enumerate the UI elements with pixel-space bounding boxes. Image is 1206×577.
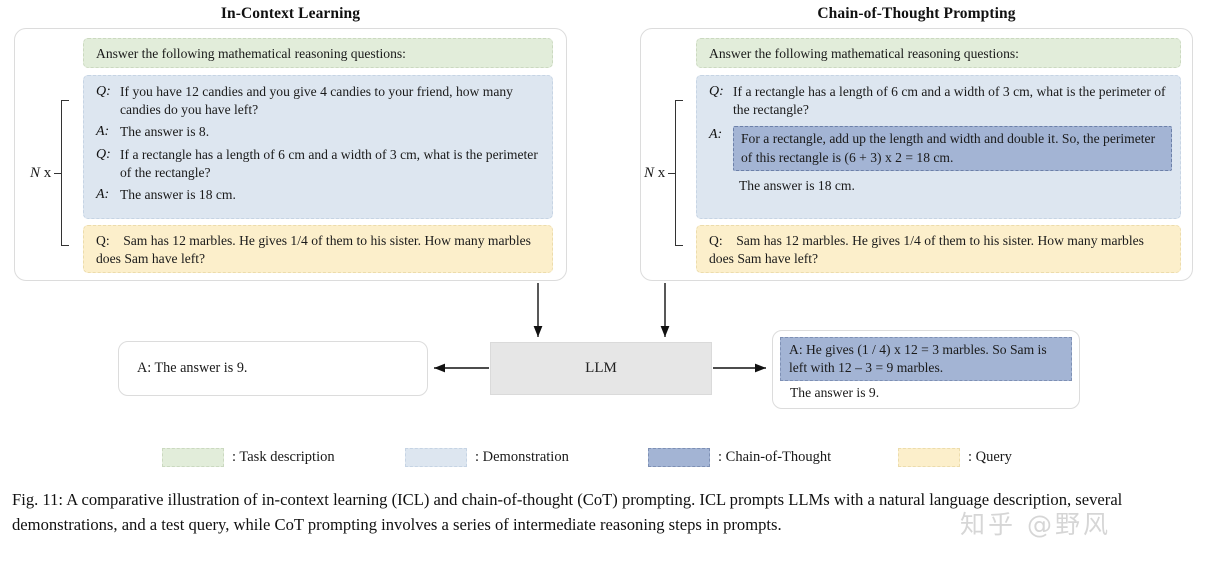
legend-swatch-task-description: [162, 448, 224, 467]
cot-demo-answer-reasoning: For a rectangle, add up the length and w…: [733, 126, 1172, 171]
legend-label-task-description: : Task description: [232, 449, 335, 465]
icl-demo-text-3: If a rectangle has a length of 6 cm and …: [120, 147, 538, 181]
icl-panel: Answer the following mathematical reason…: [14, 28, 567, 281]
cot-output-reasoning: A: He gives (1 / 4) x 12 = 3 marbles. So…: [780, 337, 1072, 382]
cot-query: Q: Sam has 12 marbles. He gives 1/4 of t…: [696, 225, 1181, 273]
cot-demo-answer-tail: The answer is 18 cm.: [739, 177, 855, 193]
icl-repeat-bracket: N x: [30, 100, 70, 246]
legend-item-demonstration: : Demonstration: [405, 448, 569, 467]
cot-repeat-x: x: [654, 164, 666, 181]
icl-demonstration-block: Q: If you have 12 candies and you give 4…: [83, 75, 553, 219]
icl-repeat-label: N x: [30, 165, 51, 182]
cot-demo-answer-row: A: For a rectangle, add up the length an…: [703, 126, 1172, 171]
cot-task-description: Answer the following mathematical reason…: [696, 38, 1181, 68]
legend-item-task-description: : Task description: [162, 448, 335, 467]
cot-bracket-tick: [668, 172, 676, 174]
figure-caption: Fig. 11: A comparative illustration of i…: [12, 490, 1123, 535]
legend-item-query: : Query: [898, 448, 1012, 467]
icl-demo-row-1: Q: If you have 12 candies and you give 4…: [90, 83, 544, 119]
legend-swatch-chain-of-thought: [648, 448, 710, 467]
cot-bracket-shape: [675, 100, 684, 246]
icl-repeat-x: x: [40, 164, 52, 181]
icl-demo-text-1: If you have 12 candies and you give 4 ca…: [120, 84, 513, 118]
legend-label-chain-of-thought: : Chain-of-Thought: [718, 449, 832, 465]
legend-label-demonstration: : Demonstration: [475, 449, 569, 465]
icl-task-description: Answer the following mathematical reason…: [83, 38, 553, 68]
cot-demo-question-label: Q:: [709, 84, 724, 99]
cot-demo-question-row: Q: If a rectangle has a length of 6 cm a…: [703, 83, 1172, 119]
icl-demo-label-3: Q:: [96, 147, 111, 163]
icl-demo-row-4: A: The answer is 18 cm.: [90, 186, 544, 205]
cot-demonstration-block: Q: If a rectangle has a length of 6 cm a…: [696, 75, 1181, 219]
icl-output-box: A: The answer is 9.: [118, 341, 428, 396]
cot-repeat-label: N x: [644, 165, 665, 182]
icl-demo-label-2: A:: [96, 124, 110, 140]
icl-query: Q: Sam has 12 marbles. He gives 1/4 of t…: [83, 225, 553, 273]
legend-swatch-query: [898, 448, 960, 467]
cot-repeat-n: N: [644, 164, 655, 181]
cot-output-answer: The answer is 9.: [790, 385, 880, 401]
icl-repeat-n: N: [30, 164, 41, 181]
panel-title-cot: Chain-of-Thought Prompting: [817, 5, 1016, 22]
icl-demo-text-2: The answer is 8.: [120, 124, 210, 140]
panel-title-icl: In-Context Learning: [220, 5, 361, 22]
icl-bracket-shape: [61, 100, 70, 246]
cot-demo-answer-label: A:: [709, 127, 723, 143]
icl-bracket-tick: [54, 172, 62, 174]
cot-repeat-bracket: N x: [644, 100, 684, 246]
cot-demo-question-text: If a rectangle has a length of 6 cm and …: [733, 84, 1166, 118]
icl-demo-row-2: A: The answer is 8.: [90, 123, 544, 142]
cot-output-box: A: He gives (1 / 4) x 12 = 3 marbles. So…: [772, 330, 1080, 409]
icl-demo-label-1: Q:: [96, 84, 111, 99]
cot-panel: Answer the following mathematical reason…: [640, 28, 1193, 281]
legend-label-query: : Query: [968, 449, 1012, 465]
legend-item-chain-of-thought: : Chain-of-Thought: [648, 448, 831, 467]
llm-box: LLM: [490, 342, 712, 395]
icl-demo-text-4: The answer is 18 cm.: [120, 187, 236, 203]
legend-swatch-demonstration: [405, 448, 467, 467]
icl-demo-row-3: Q: If a rectangle has a length of 6 cm a…: [90, 146, 544, 182]
legend: : Task description : Demonstration : Cha…: [0, 443, 1206, 473]
icl-demo-label-4: A:: [96, 187, 110, 203]
